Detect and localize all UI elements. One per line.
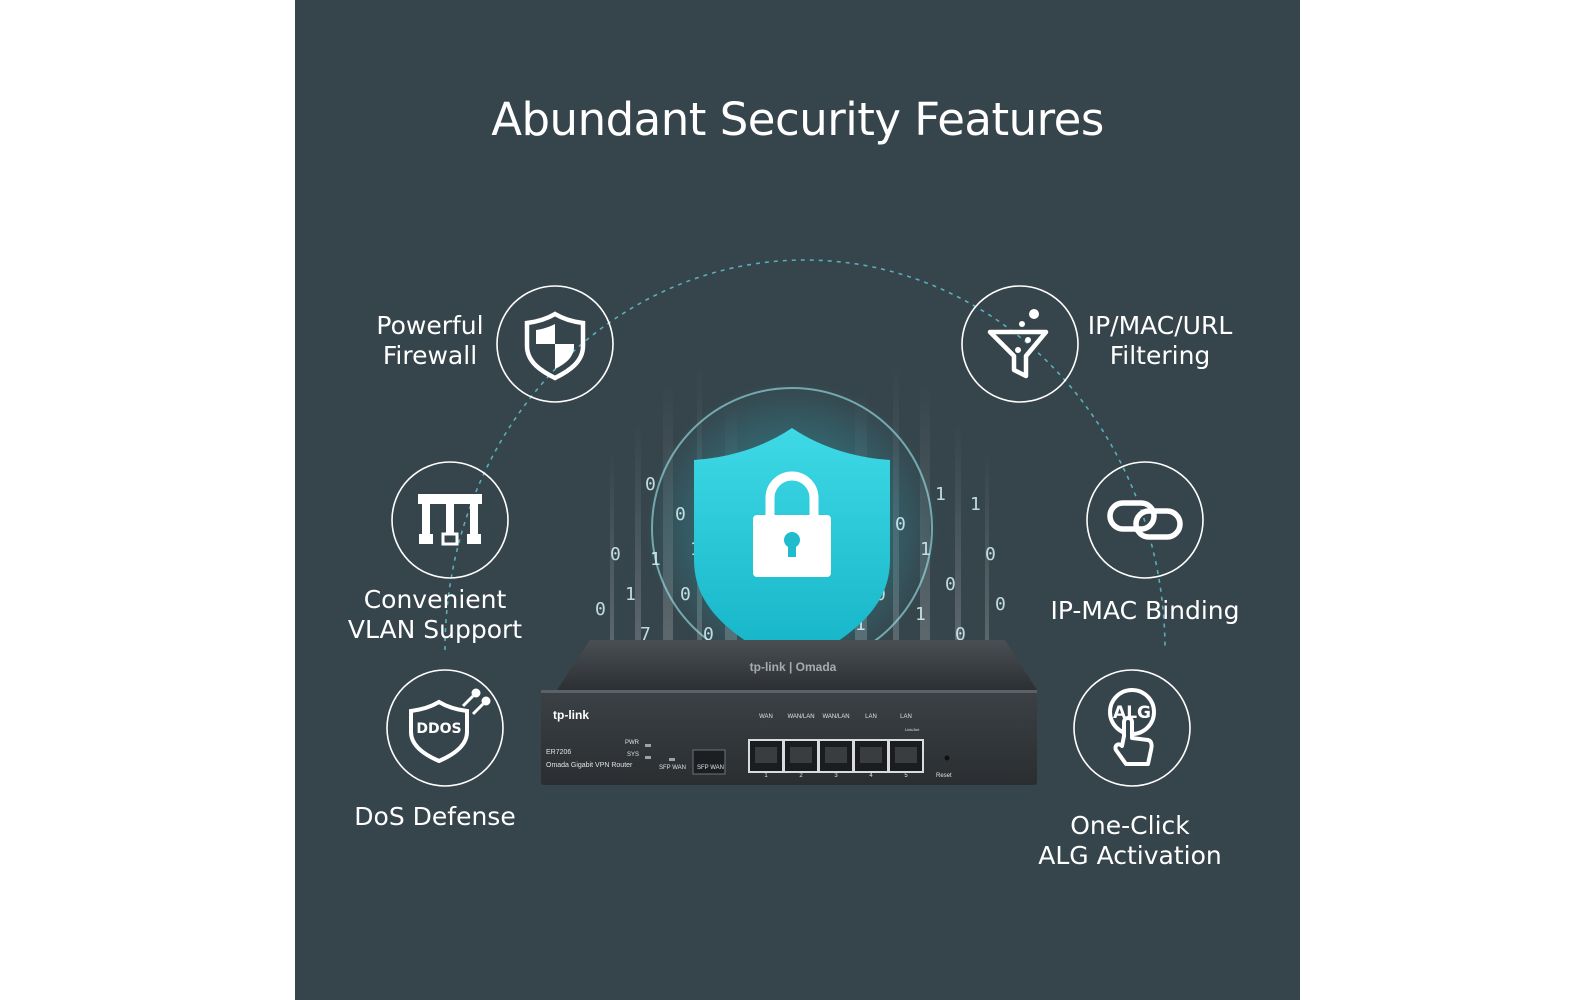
alg-click-icon: ALG [1108, 688, 1156, 766]
alg-text: ALG [1113, 703, 1151, 723]
feature-alg-line1: One-Click [1070, 811, 1190, 840]
shield-icon [524, 311, 586, 381]
router-device [541, 640, 1037, 785]
port-label-5: LAN [900, 714, 912, 720]
port-label-1: WAN [759, 714, 773, 720]
binding-icon-ring [1086, 461, 1204, 579]
port-number-1: 1 [764, 773, 768, 779]
svg-text:0: 0 [675, 504, 686, 525]
svg-text:1: 1 [625, 584, 636, 605]
vlan-icon [418, 494, 482, 546]
feature-vlan-label: Convenient VLAN Support [335, 585, 535, 645]
svg-text:0: 0 [680, 584, 691, 605]
shield-lock-icon [694, 428, 890, 668]
svg-text:7: 7 [640, 624, 651, 645]
svg-text:0: 0 [703, 624, 714, 645]
port-label-3: WAN/LAN [822, 714, 850, 720]
alg-icon-ring [1073, 669, 1191, 787]
orbit-arc [444, 259, 1166, 651]
svg-text:0: 0 [985, 544, 996, 565]
svg-text:1: 1 [920, 539, 931, 560]
feature-firewall-label: Powerful Firewall [355, 311, 505, 371]
led-sys-label: SYS [627, 752, 640, 758]
feature-firewall-line2: Firewall [382, 341, 478, 370]
ddos-text: DDOS [416, 721, 461, 737]
dos-icon-ring [386, 669, 504, 787]
router-top-brand: tp-link | Omada [749, 660, 837, 674]
feature-dos-label: DoS Defense [335, 802, 535, 832]
svg-text:0: 0 [995, 594, 1006, 615]
filtering-icon-ring [961, 285, 1079, 403]
feature-binding-line1: IP-MAC Binding [1050, 596, 1240, 625]
feature-vlan-line2: VLAN Support [347, 615, 523, 644]
feature-vlan-line1: Convenient [363, 585, 507, 614]
led-pwr-label: PWR [625, 740, 639, 746]
port-number-2: 2 [799, 773, 803, 779]
vlan-icon-ring [391, 461, 509, 579]
firewall-icon-ring [496, 285, 614, 403]
svg-text:0: 0 [645, 474, 656, 495]
feature-firewall-line1: Powerful [376, 311, 484, 340]
router-model: ER7206 [546, 749, 572, 756]
svg-text:1: 1 [650, 549, 661, 570]
feature-filtering-line2: Filtering [1109, 341, 1211, 370]
svg-text:0: 0 [955, 624, 966, 645]
funnel-icon [987, 309, 1049, 379]
sfp-wan-label-1: SFP WAN [659, 765, 687, 771]
svg-text:1: 1 [855, 614, 866, 635]
link-act-label: Link/Act [905, 727, 920, 732]
banner-panel: 001 010 700 001 011 010 001 701 010 10 [295, 0, 1300, 1000]
feature-filtering-label: IP/MAC/URL Filtering [1075, 311, 1245, 371]
security-illustration: 001 010 700 001 011 010 001 701 010 10 [386, 259, 1204, 787]
sfp-wan-label-2: SFP WAN [697, 765, 725, 771]
ddos-shield-icon: DDOS [409, 688, 491, 764]
link-icon [1107, 500, 1183, 540]
router-description: Omada Gigabit VPN Router [546, 762, 633, 769]
feature-alg-label: One-Click ALG Activation [1030, 811, 1230, 871]
feature-binding-label: IP-MAC Binding [1040, 596, 1250, 626]
svg-text:0: 0 [945, 574, 956, 595]
feature-filtering-line1: IP/MAC/URL [1087, 311, 1233, 340]
port-label-4: LAN [865, 714, 877, 720]
svg-text:0: 0 [895, 514, 906, 535]
port-number-3: 3 [834, 773, 838, 779]
svg-text:1: 1 [915, 604, 926, 625]
svg-text:1: 1 [935, 484, 946, 505]
feature-dos-line1: DoS Defense [354, 802, 516, 831]
feature-alg-line2: ALG Activation [1038, 841, 1222, 870]
port-label-2: WAN/LAN [787, 714, 815, 720]
router-brand: tp-link [553, 708, 589, 722]
svg-text:0: 0 [595, 599, 606, 620]
page-title: Abundant Security Features [491, 93, 1104, 146]
port-number-4: 4 [869, 773, 873, 779]
svg-text:0: 0 [610, 544, 621, 565]
svg-text:1: 1 [970, 494, 981, 515]
reset-label: Reset [936, 773, 952, 779]
port-number-5: 5 [904, 773, 908, 779]
